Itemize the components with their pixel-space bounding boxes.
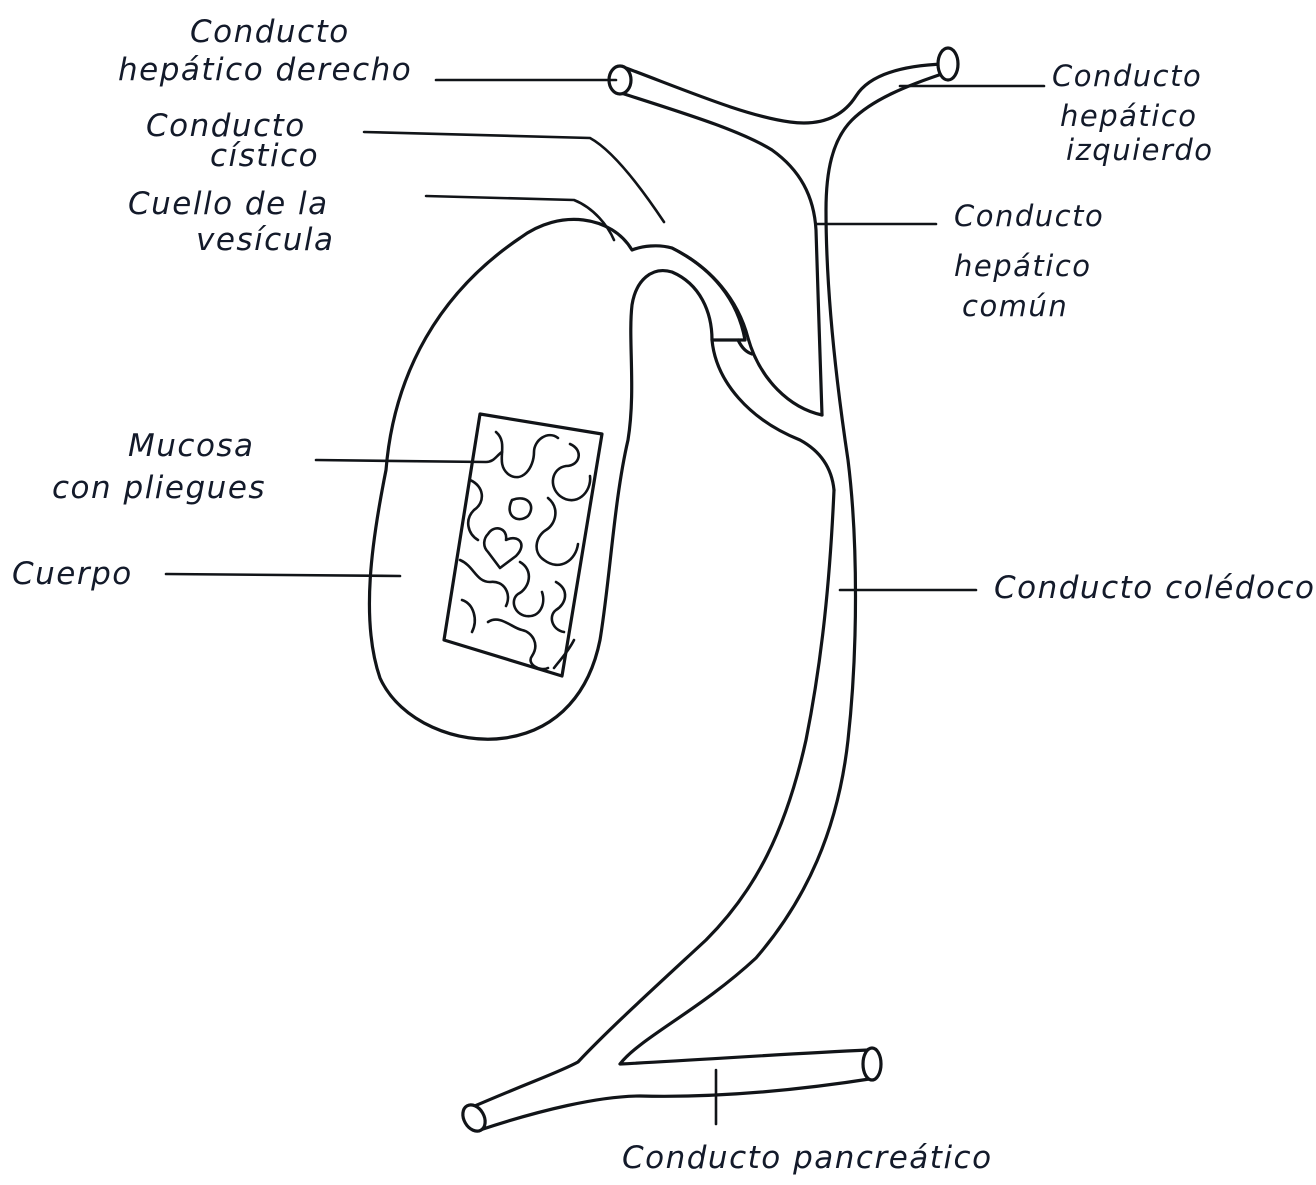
hepatic-junction-upper bbox=[626, 64, 944, 123]
label-line: con pliegues bbox=[52, 470, 266, 506]
label-line: cístico bbox=[210, 138, 319, 174]
leader-cystic-duct bbox=[364, 132, 664, 222]
pancreatic-duct-lower bbox=[480, 1078, 876, 1130]
label-pancreatic-duct: Conducto pancreático bbox=[622, 1140, 993, 1176]
label-line: Conducto bbox=[954, 199, 1104, 233]
label-mucosa: Mucosa con pliegues bbox=[52, 428, 266, 506]
label-cystic-duct: Conducto cístico bbox=[146, 108, 319, 174]
label-gallbladder-neck: Cuello de la vesícula bbox=[128, 186, 340, 258]
label-line: vesícula bbox=[196, 222, 334, 258]
label-line: Cuerpo bbox=[12, 556, 133, 592]
left-hepatic-duct-end bbox=[938, 48, 958, 80]
label-line: Conducto pancreático bbox=[622, 1140, 993, 1176]
label-line: izquierdo bbox=[1066, 133, 1214, 167]
common-bile-duct-right-wall bbox=[620, 72, 948, 1064]
leader-body bbox=[166, 574, 400, 576]
label-line: hepático derecho bbox=[118, 52, 412, 88]
label-left-hepatic-duct: Conducto hepático izquierdo bbox=[1052, 59, 1214, 167]
label-line: común bbox=[962, 289, 1068, 323]
label-line: Cuello de la bbox=[128, 186, 329, 222]
label-right-hepatic-duct: Conducto hepático derecho bbox=[118, 14, 412, 88]
label-line: Mucosa bbox=[128, 428, 255, 464]
label-body: Cuerpo bbox=[12, 556, 133, 592]
label-line: hepático bbox=[1060, 99, 1198, 133]
label-line: Conducto colédoco bbox=[994, 570, 1315, 606]
pancreatic-duct-end-right bbox=[863, 1048, 881, 1080]
label-line: hepático bbox=[954, 249, 1092, 283]
label-common-hepatic-duct: Conducto hepático común bbox=[954, 199, 1115, 323]
label-line: Conducto bbox=[190, 14, 350, 50]
label-line: Conducto bbox=[1052, 59, 1202, 93]
label-common-bile-duct: Conducto colédoco bbox=[994, 570, 1315, 606]
